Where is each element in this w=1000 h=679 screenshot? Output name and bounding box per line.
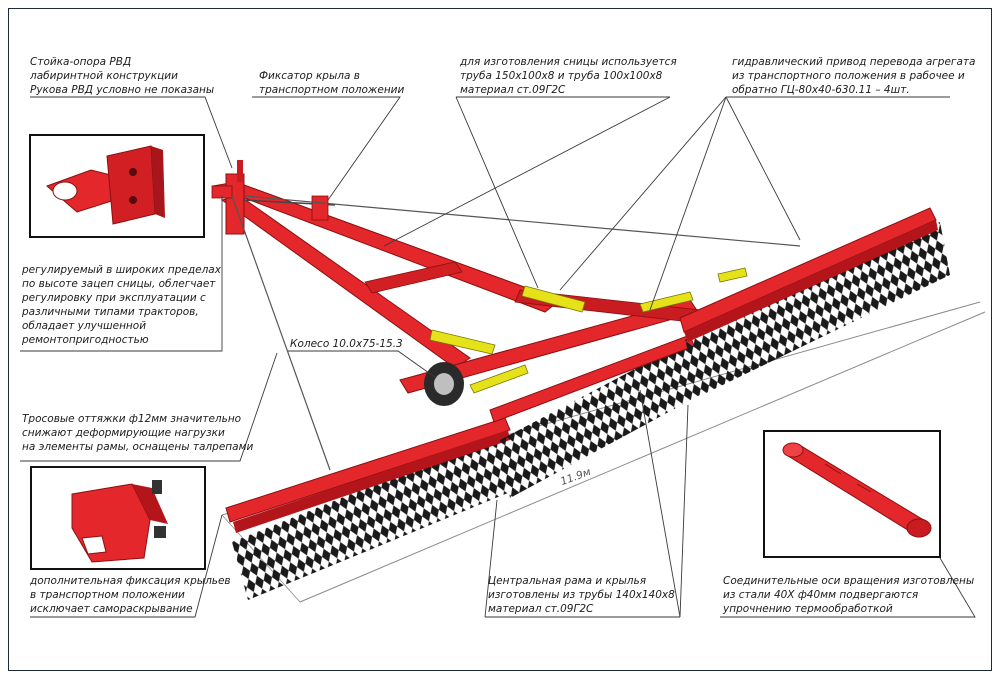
drawing-frame [8, 8, 992, 671]
leader-lines [20, 96, 976, 618]
callout-wing-lock: Фиксатор крыла в транспортном положении [259, 70, 405, 96]
pivot-axle-shaft-illustration [782, 442, 932, 538]
tow-hitch-part-illustration [46, 145, 165, 225]
callout-axles: Соединительные оси вращения изготовлены … [723, 575, 975, 615]
hitch-detail-inset [29, 134, 205, 238]
callout-wheel: Колесо 10.0х75-15.3 [290, 338, 403, 350]
callout-hydraulics: гидравлический привод перевода агрегата … [732, 56, 976, 96]
transport-wheel [424, 362, 464, 406]
callout-drawbar-material: для изготовления сницы используется труб… [460, 56, 677, 96]
axle-detail-inset [763, 430, 941, 558]
wing-lock-part-illustration [71, 480, 168, 563]
callout-cables: Тросовые оттяжки ф12мм значительно снижа… [22, 413, 254, 453]
hydraulic-cylinders [429, 267, 748, 394]
callout-stand: Стойка-опора РВД лабиринтной конструкции… [30, 56, 215, 96]
callout-hitch: регулируемый в широких пределах по высот… [22, 264, 221, 346]
wing-lock-detail-inset [30, 466, 206, 570]
tension-cables [231, 195, 801, 471]
right-wing [679, 207, 950, 396]
callout-extra-lock: дополнительная фиксация крыльев в трансп… [30, 575, 231, 615]
drawbar-frame [211, 160, 562, 369]
callout-central-frame: Центральная рама и крылья изготовлены из… [488, 575, 675, 615]
left-wing [225, 417, 520, 600]
